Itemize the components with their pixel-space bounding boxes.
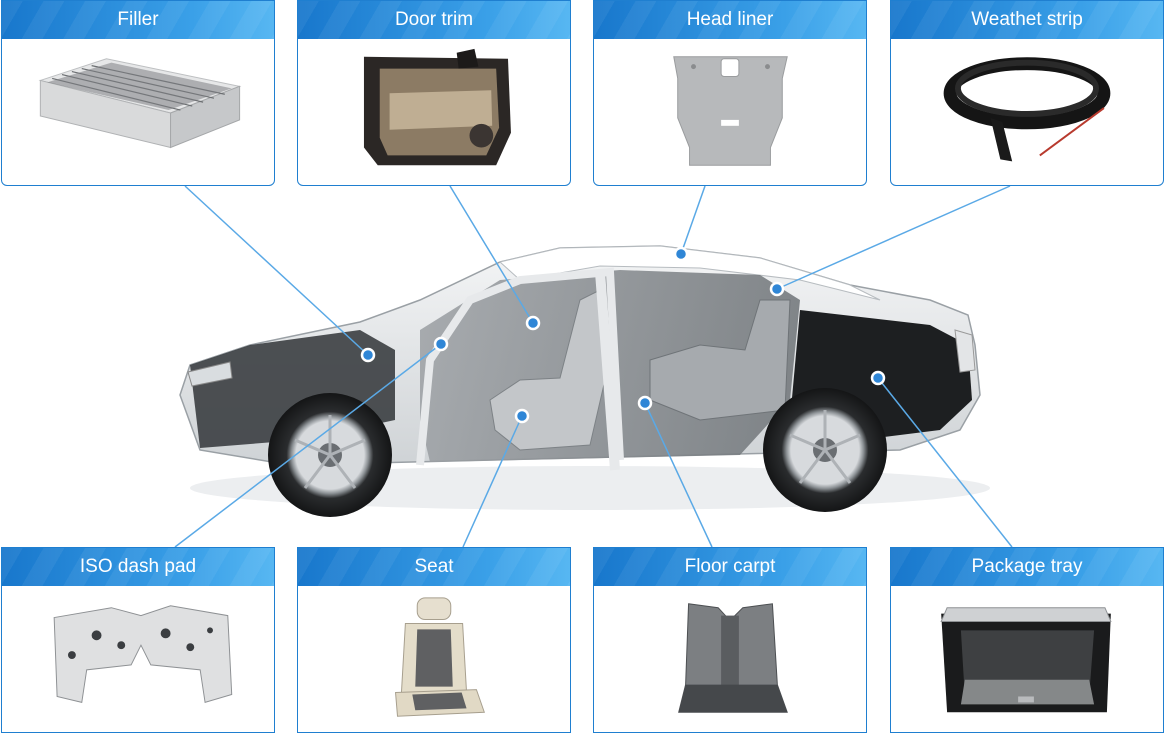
seat-image bbox=[298, 586, 570, 732]
card-title: Package tray bbox=[891, 548, 1163, 586]
door-trim-image bbox=[298, 39, 570, 185]
head-liner-image bbox=[594, 39, 866, 185]
card-filler: Filler bbox=[1, 0, 275, 186]
card-title: Door trim bbox=[298, 1, 570, 39]
weather-strip-image bbox=[891, 39, 1163, 185]
card-door-trim: Door trim bbox=[297, 0, 571, 186]
card-floor-carpet: Floor carpt bbox=[593, 547, 867, 733]
card-title: Floor carpt bbox=[594, 548, 866, 586]
filler-image bbox=[2, 39, 274, 185]
card-iso-dash-pad: ISO dash pad bbox=[1, 547, 275, 733]
floor-carpet-image bbox=[594, 586, 866, 732]
b-pillar bbox=[595, 271, 620, 471]
card-head-liner: Head liner bbox=[593, 0, 867, 186]
rear-wheel-spokes bbox=[789, 410, 861, 484]
taillight bbox=[954, 329, 976, 373]
card-title: ISO dash pad bbox=[2, 548, 274, 586]
card-title: Head liner bbox=[594, 1, 866, 39]
card-package-tray: Package tray bbox=[890, 547, 1164, 733]
card-title: Filler bbox=[2, 1, 274, 39]
card-title: Weathet strip bbox=[891, 1, 1163, 39]
iso-dash-pad-image bbox=[2, 586, 274, 732]
card-weather-strip: Weathet strip bbox=[890, 0, 1164, 186]
card-seat: Seat bbox=[297, 547, 571, 733]
car-roof bbox=[498, 245, 881, 301]
card-title: Seat bbox=[298, 548, 570, 586]
package-tray-image bbox=[891, 586, 1163, 732]
